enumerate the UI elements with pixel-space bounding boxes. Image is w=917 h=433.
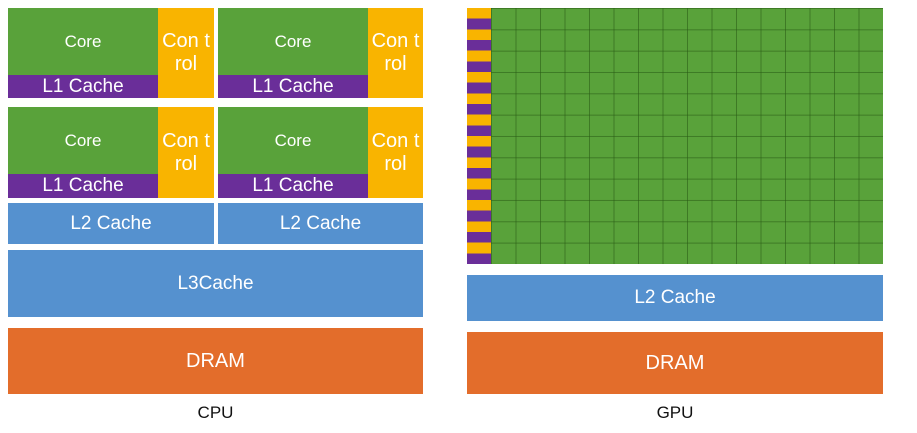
gpu-caption: GPU [656, 403, 694, 422]
gpu-l2-cache: L2 Cache [467, 275, 883, 321]
cpu-l1-cache-1: L1 Cache [8, 75, 158, 98]
cpu-l2-cache-1: L2 Cache [8, 203, 214, 244]
gpu-dram: DRAM [467, 332, 883, 394]
gpu-core-grid [491, 8, 883, 264]
cpu-control-2: Con trol [368, 8, 423, 98]
cpu-l2-cache-2: L2 Cache [218, 203, 423, 244]
cpu-l1-cache-3: L1 Cache [8, 174, 158, 198]
cpu-core-3: Core [8, 107, 158, 174]
cpu-caption: CPU [197, 403, 234, 422]
cpu-core-4: Core [218, 107, 368, 174]
cpu-l1-cache-4: L1 Cache [218, 174, 368, 198]
cpu-core-1: Core [8, 8, 158, 75]
cpu-core-2: Core [218, 8, 368, 75]
cpu-control-1: Con trol [158, 8, 214, 98]
cpu-l1-cache-2: L1 Cache [218, 75, 368, 98]
cpu-control-4: Con trol [368, 107, 423, 198]
cpu-l3-cache: L3Cache [8, 250, 423, 317]
cpu-control-3: Con trol [158, 107, 214, 198]
gpu-control-l1-stripe [467, 8, 491, 264]
cpu-dram: DRAM [8, 328, 423, 394]
